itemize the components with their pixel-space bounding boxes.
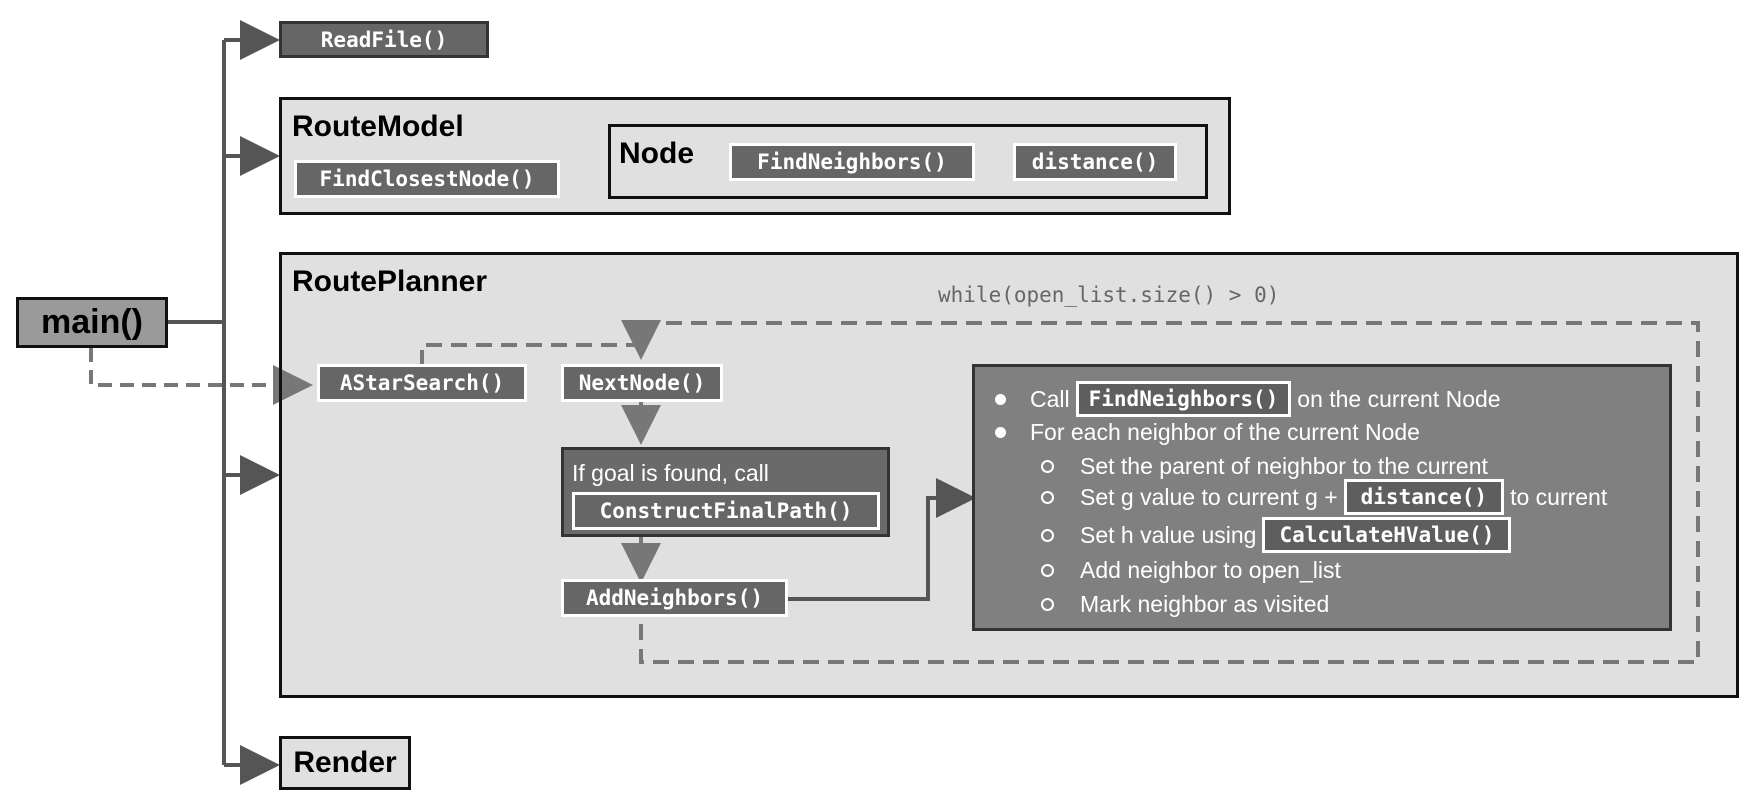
construct-final-path-box[interactable]: ConstructFinalPath() bbox=[572, 492, 880, 530]
step-text: Set the parent of neighbor to the curren… bbox=[1080, 453, 1488, 479]
routeplanner-container: RoutePlanner bbox=[279, 252, 1739, 698]
substep-set-parent: Set the parent of neighbor to the curren… bbox=[1041, 453, 1488, 480]
inline-distance[interactable]: distance() bbox=[1343, 479, 1505, 515]
main-branch-lines bbox=[168, 20, 280, 785]
goal-check-text: If goal is found, call bbox=[572, 460, 769, 486]
inline-find-neighbors[interactable]: FindNeighbors() bbox=[1075, 381, 1292, 417]
bullet-ring bbox=[1041, 564, 1054, 577]
step-text: Call bbox=[1030, 385, 1070, 412]
substep-mark-visited: Mark neighbor as visited bbox=[1041, 591, 1329, 618]
step-text: Set g value to current g + bbox=[1080, 483, 1338, 510]
render-label: Render bbox=[293, 746, 397, 779]
main-box[interactable]: main() bbox=[16, 297, 168, 348]
node-title: Node bbox=[619, 137, 694, 170]
readfile-box[interactable]: ReadFile() bbox=[279, 21, 489, 58]
substep-set-g: Set g value to current g + distance() to… bbox=[1041, 479, 1607, 515]
routemodel-container: RouteModel FindClosestNode() Node FindNe… bbox=[279, 97, 1231, 215]
main-label: main() bbox=[41, 303, 143, 341]
substep-add-to-open-list: Add neighbor to open_list bbox=[1041, 557, 1341, 584]
routemodel-title: RouteModel bbox=[292, 110, 464, 143]
while-loop-border bbox=[420, 320, 1700, 664]
node-find-neighbors-label: FindNeighbors() bbox=[757, 150, 947, 174]
addneighbors-to-steps-arrow bbox=[788, 478, 976, 601]
bullet-ring bbox=[1041, 598, 1054, 611]
node-distance-label: distance() bbox=[1031, 150, 1159, 174]
add-neighbors-steps-panel: Call FindNeighbors() on the current Node… bbox=[972, 364, 1672, 631]
astar-search-label: AStarSearch() bbox=[339, 371, 505, 395]
next-node-box[interactable]: NextNode() bbox=[561, 364, 723, 402]
astar-search-box[interactable]: AStarSearch() bbox=[317, 364, 527, 402]
while-loop-label: while(open_list.size() > 0) bbox=[938, 283, 1280, 307]
bullet-ring bbox=[1041, 528, 1054, 542]
step-text: For each neighbor of the current Node bbox=[1030, 419, 1420, 445]
bullet-dot bbox=[995, 393, 1006, 405]
readfile-label: ReadFile() bbox=[320, 27, 448, 52]
add-neighbors-box[interactable]: AddNeighbors() bbox=[561, 579, 788, 617]
substep-set-h: Set h value using CalculateHValue() bbox=[1041, 517, 1517, 553]
next-node-label: NextNode() bbox=[578, 371, 706, 395]
routeplanner-title: RoutePlanner bbox=[292, 265, 488, 298]
bullet-dot bbox=[995, 427, 1006, 438]
bullet-ring bbox=[1041, 490, 1054, 504]
node-find-neighbors-box[interactable]: FindNeighbors() bbox=[729, 143, 975, 181]
node-container: Node FindNeighbors() distance() bbox=[608, 124, 1208, 199]
render-box[interactable]: Render bbox=[279, 736, 411, 790]
step-text: Set h value using bbox=[1080, 521, 1257, 548]
main-to-astar-dashed bbox=[89, 348, 313, 405]
find-closest-node-box[interactable]: FindClosestNode() bbox=[294, 160, 560, 198]
find-closest-node-label: FindClosestNode() bbox=[319, 167, 535, 191]
inline-calculate-h-value[interactable]: CalculateHValue() bbox=[1262, 517, 1512, 553]
step-text: to current bbox=[1510, 483, 1608, 510]
construct-final-path-label: ConstructFinalPath() bbox=[599, 499, 853, 523]
step-call-find-neighbors: Call FindNeighbors() on the current Node bbox=[995, 381, 1501, 417]
step-text: Mark neighbor as visited bbox=[1080, 591, 1330, 617]
add-neighbors-label: AddNeighbors() bbox=[585, 586, 763, 610]
step-text: Add neighbor to open_list bbox=[1080, 557, 1341, 583]
node-distance-box[interactable]: distance() bbox=[1013, 143, 1177, 181]
step-for-each-neighbor: For each neighbor of the current Node bbox=[995, 419, 1420, 446]
step-text: on the current Node bbox=[1297, 385, 1501, 412]
bullet-ring bbox=[1041, 460, 1054, 473]
goal-check-box: If goal is found, call ConstructFinalPat… bbox=[561, 447, 890, 537]
